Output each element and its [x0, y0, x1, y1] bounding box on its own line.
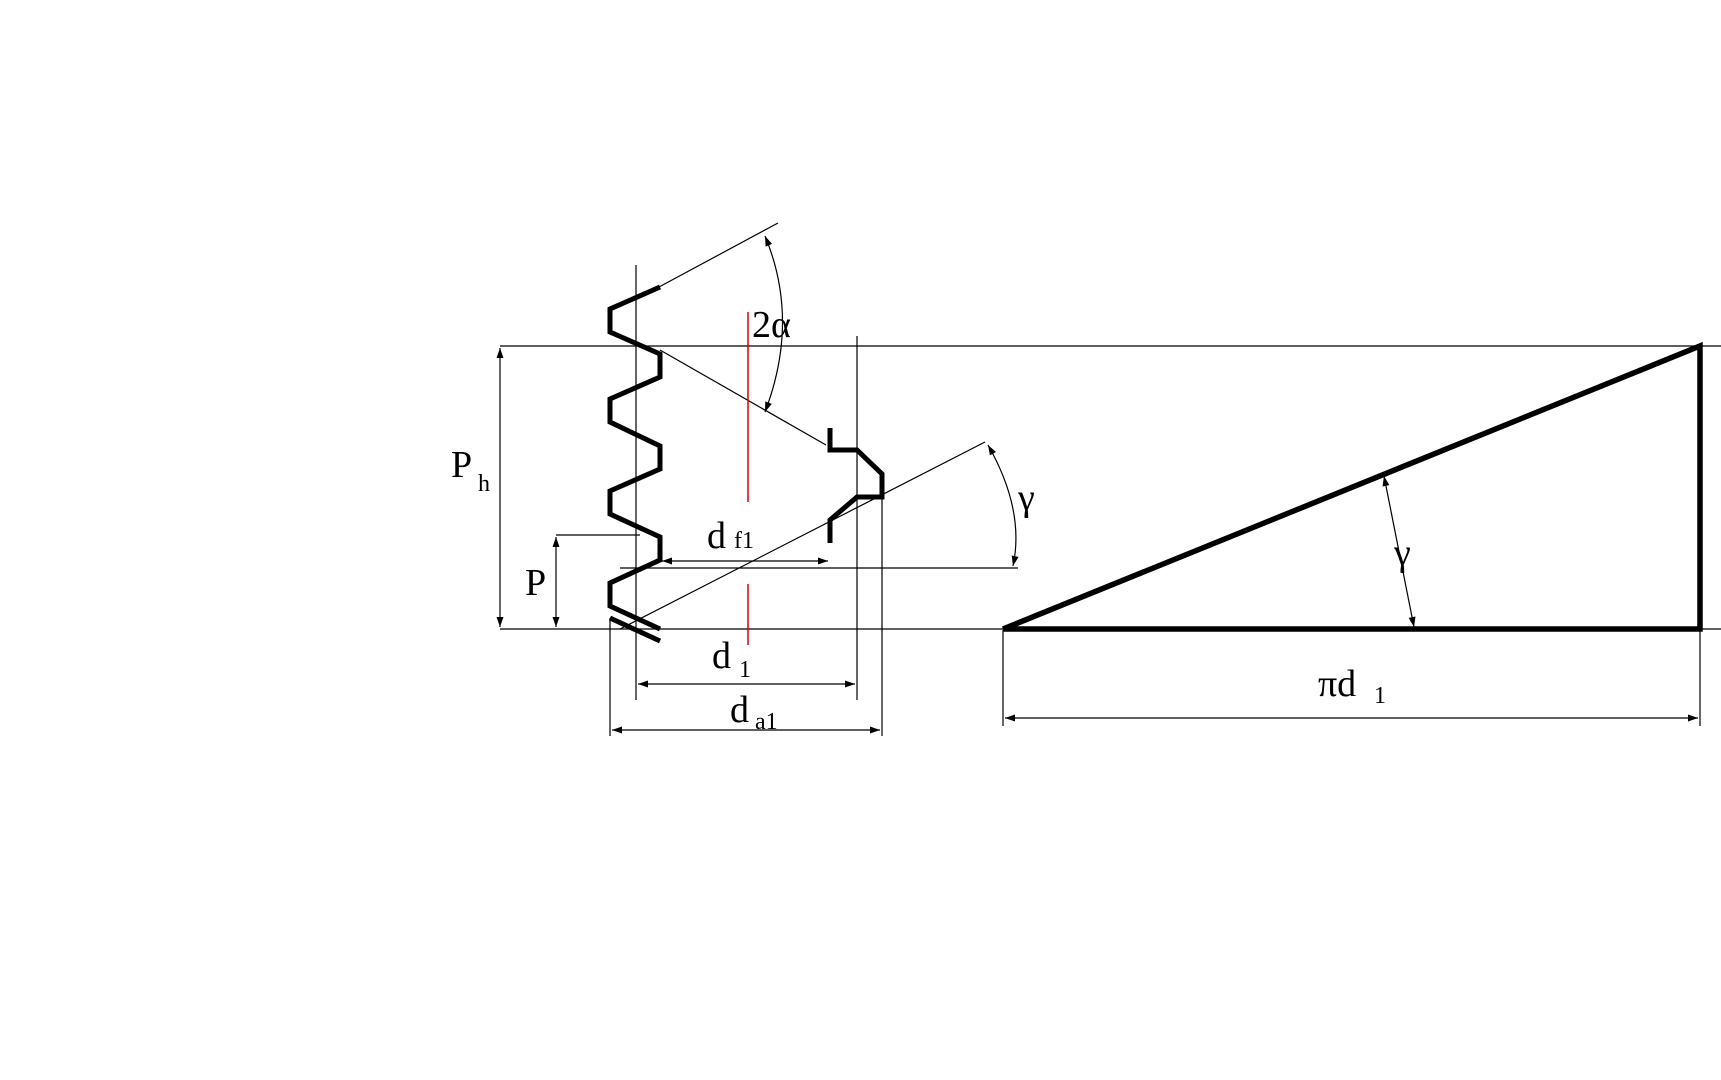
thread-profile [607, 284, 885, 644]
p-label: P [525, 562, 546, 604]
da1-label: d a1 [730, 689, 778, 735]
flank-line-lower [659, 349, 827, 446]
lead-triangle-outline [1001, 341, 1703, 632]
left-thread-tail [608, 615, 662, 644]
flank-line-upper [658, 222, 779, 288]
ph-label-main: P [451, 444, 472, 486]
pid1-label: πd 1 [1318, 663, 1386, 709]
pid1-label-main: πd [1318, 663, 1356, 705]
helix-line [619, 441, 986, 630]
da1-label-main: d [730, 689, 749, 731]
d1-label-main: d [712, 635, 731, 677]
df1-label: d f1 [707, 515, 754, 557]
left-thread-profile [607, 284, 663, 632]
two-alpha-label: 2α [752, 304, 791, 346]
pid1-label-sub: 1 [1374, 683, 1386, 709]
gamma-left-angle-arc [987, 444, 1019, 567]
gamma-right-angle-arc [1382, 475, 1416, 628]
da1-label-sub: a1 [755, 709, 778, 735]
ph-label: P h [451, 444, 490, 497]
dimension-lines [496, 235, 1698, 734]
lead-triangle [1001, 341, 1703, 632]
right-thread-profile [827, 428, 885, 543]
df1-label-sub: f1 [734, 528, 754, 554]
ph-label-sub: h [478, 471, 490, 497]
labels: 2α γ γ P h P d f1 d 1 d a1 πd 1 [451, 304, 1411, 735]
gamma-left-label: γ [1017, 477, 1035, 519]
two-alpha-angle-arc [764, 235, 784, 413]
d1-label-sub: 1 [739, 657, 751, 683]
d1-label: d 1 [712, 635, 751, 683]
df1-label-main: d [707, 515, 726, 557]
extension-lines [500, 222, 1721, 736]
gamma-right-label: γ [1393, 532, 1411, 574]
